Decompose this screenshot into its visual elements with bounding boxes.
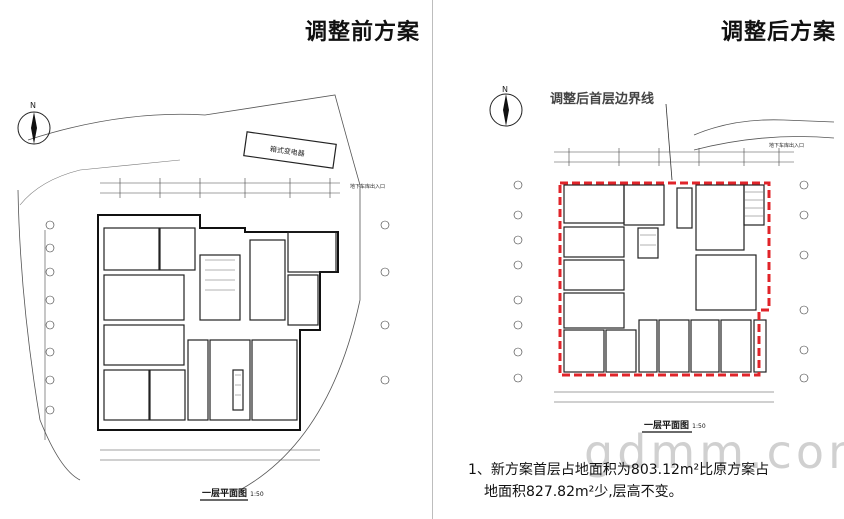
left-garage-entry: 地下车库出入口 [350,183,385,190]
box-substation-label: 箱式变电器 [269,144,305,158]
watermark: gdmm.com [584,425,844,479]
left-drawing-caption: 一层平面图 1:50 [202,489,264,499]
right-drawing-caption: 一层平面图 1:50 [644,421,706,431]
left-floor-plan: N 箱式变电器 地下车库出入口 [17,94,390,501]
right-panel: 调整后方案 N 地下车库出入口 [434,0,844,519]
right-floor-plan: N 地下车库出入口 [489,85,835,433]
right-north-label: N [502,85,508,94]
left-north-label: N [30,101,36,110]
panel-divider [432,0,433,519]
right-title: 调整后方案 [720,20,836,45]
left-title: 调整前方案 [304,20,420,45]
boundary-label: 调整后首层边界线 [550,92,655,107]
right-garage-entry: 地下车库出入口 [769,142,804,149]
area-note-line2: 地面积827.82m²少,层高不变。 [484,484,683,500]
area-note-line1: 1、新方案首层占地面积为803.12m²比原方案占 [468,462,770,478]
left-panel: 调整前方案 N 箱式变电器 地下车库出入口 [17,20,420,501]
area-note: 1、新方案首层占地面积为803.12m²比原方案占 地面积827.82m²少,层… [468,459,838,503]
